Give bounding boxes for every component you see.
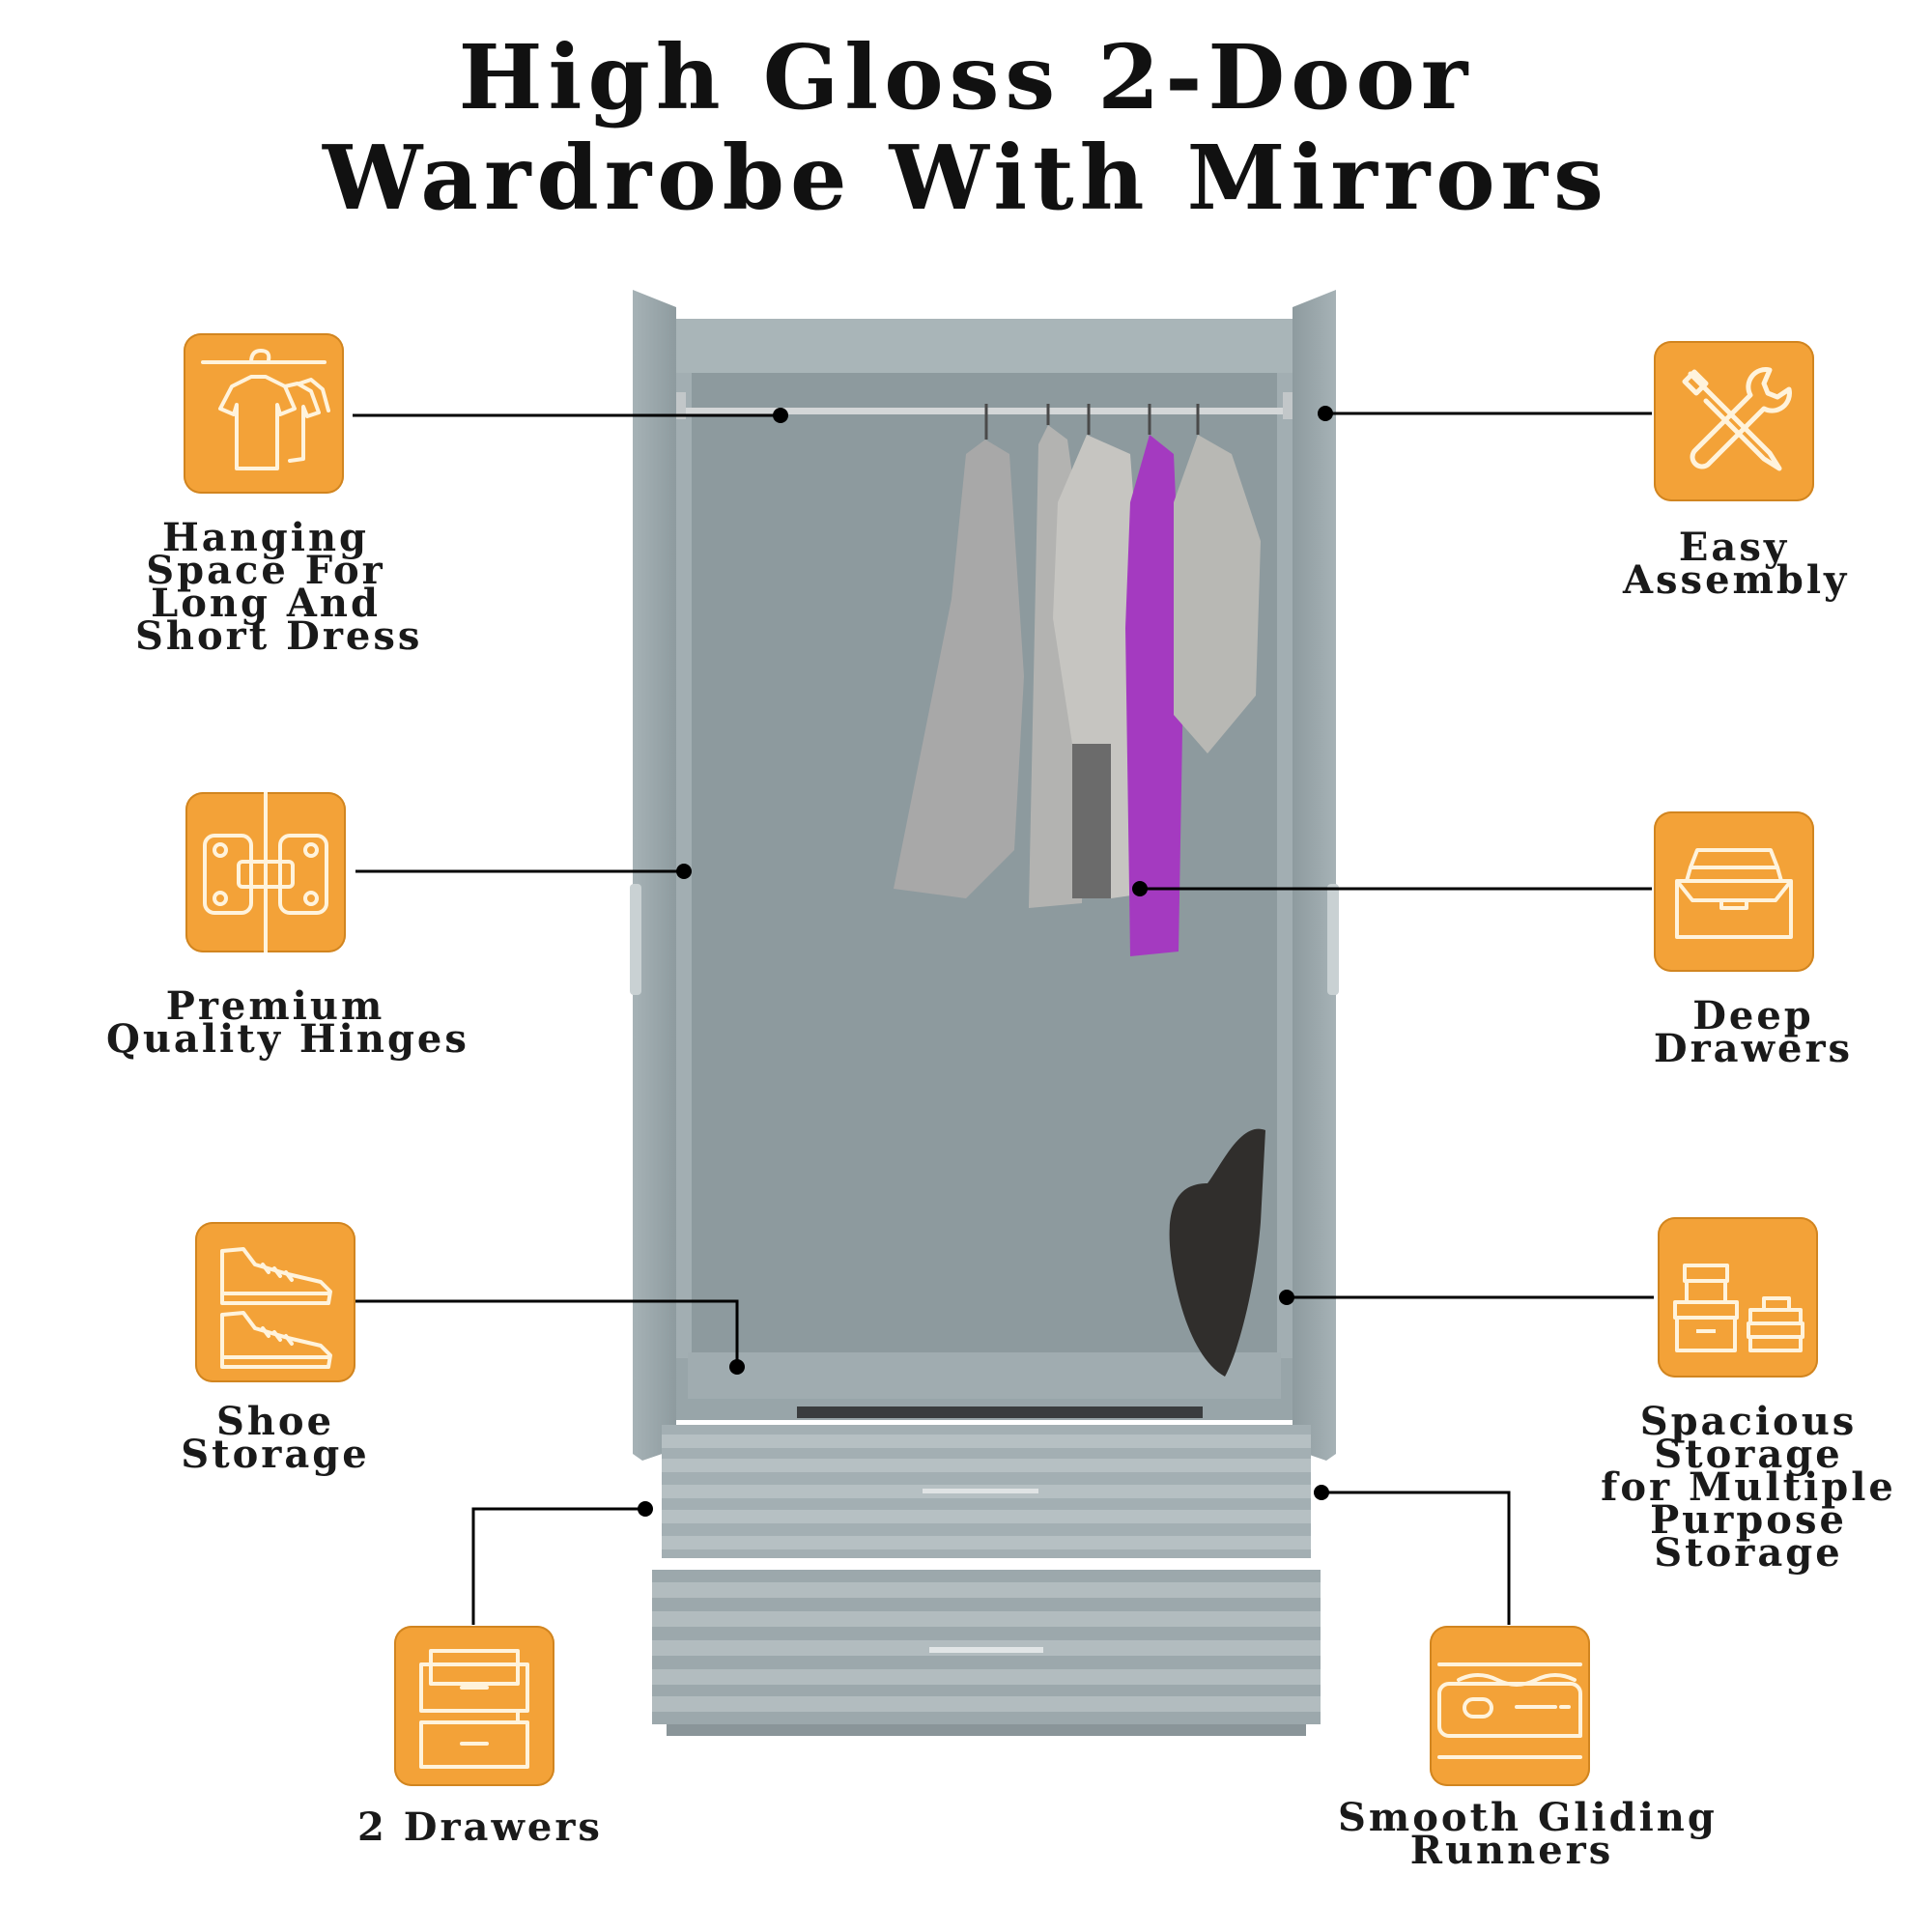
gliding-runner-badge <box>1430 1626 1590 1786</box>
connector-runners <box>1321 1491 1511 1625</box>
lower-drawer <box>652 1570 1321 1736</box>
shoes-icon <box>220 1247 332 1369</box>
hanging-clothes <box>894 404 1261 956</box>
drawer-box-icon <box>1675 848 1793 939</box>
shoes-badge <box>195 1222 355 1382</box>
hanging-rod <box>676 392 1293 419</box>
right-door <box>1293 290 1339 1461</box>
two-drawers-badge <box>394 1626 554 1786</box>
drawer-box-badge <box>1654 811 1814 972</box>
two-drawers-icon <box>419 1649 529 1769</box>
title-line-1: High Gloss 2-Door <box>458 25 1474 129</box>
hinge-icon <box>203 792 328 952</box>
upper-drawer <box>662 1425 1311 1558</box>
spacious-storage-label: Spacious Storage for Multiple Purpose St… <box>1601 1399 1896 1576</box>
runners-label: Smooth Gliding Runners <box>1338 1795 1718 1873</box>
connector-dots <box>638 406 1333 1517</box>
hinges-label: Premium Quality Hinges <box>106 983 469 1062</box>
hat <box>1169 1128 1265 1377</box>
storage-boxes-badge <box>1658 1217 1818 1378</box>
hinge-badge <box>185 792 346 952</box>
shoe-storage-label: Shoe Storage <box>181 1399 370 1477</box>
connector-two-drawers <box>471 1507 645 1625</box>
page-title: High Gloss 2-Door Wardrobe With Mirrors <box>0 27 1932 228</box>
tools-icon <box>1682 367 1792 471</box>
hanging-clothes-icon <box>201 349 330 470</box>
hanging-label: Hanging Space For Long And Short Dress <box>135 515 423 659</box>
connector-lines <box>353 412 1654 1625</box>
assembly-label: Easy Assembly <box>1623 525 1850 603</box>
tools-badge <box>1654 341 1814 501</box>
storage-boxes-icon <box>1673 1264 1804 1352</box>
title-line-2: Wardrobe With Mirrors <box>323 126 1609 230</box>
gliding-runner-icon <box>1437 1662 1582 1759</box>
deep-drawers-label: Deep Drawers <box>1653 993 1854 1071</box>
connector-shoes <box>355 1299 739 1367</box>
hanging-clothes-badge <box>184 333 344 494</box>
two-drawers-label: 2 Drawers <box>357 1804 603 1850</box>
left-door <box>630 290 676 1461</box>
